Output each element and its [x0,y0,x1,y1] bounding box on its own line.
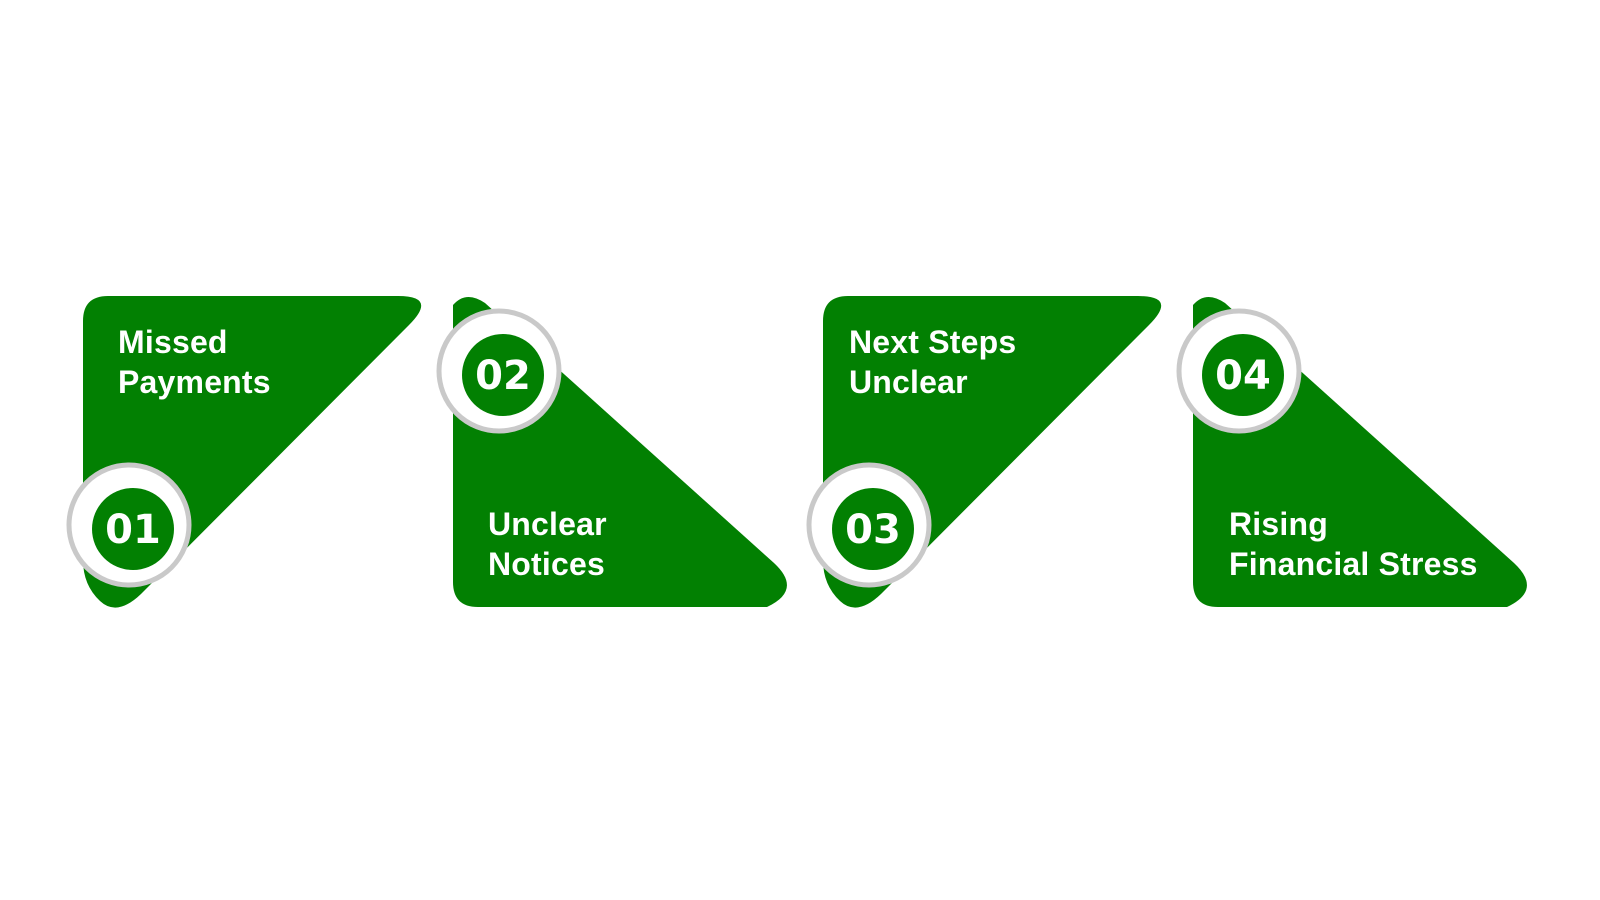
step-1-number: 01 [105,507,161,553]
step-3-label: Next Steps Unclear [849,322,1016,402]
step-4-label-line-2: Financial Stress [1229,546,1478,582]
step-1-label-line-2: Payments [118,364,271,400]
step-1: 01 [66,296,422,608]
step-4-badge-core [1202,334,1284,416]
step-3-label-line-1: Next Steps [849,324,1017,360]
step-2-label: Unclear Notices [488,504,607,584]
step-3-badge-core [832,488,914,570]
step-4-label: Rising Financial Stress [1229,504,1478,584]
step-3-label-line-2: Unclear [849,364,968,400]
step-1-label-line-1: Missed [118,324,228,360]
step-1-badge-core [92,488,174,570]
step-2-label-line-2: Notices [488,546,605,582]
step-2-number: 02 [475,353,531,399]
step-4-label-line-1: Rising [1229,506,1328,542]
step-1-label: Missed Payments [118,322,271,402]
step-3: 03 [806,296,1162,608]
step-4: 04 [1176,296,1527,607]
step-2: 02 [436,296,787,607]
step-2-label-line-1: Unclear [488,506,607,542]
step-2-badge-core [462,334,544,416]
step-4-number: 04 [1215,353,1271,399]
step-3-number: 03 [845,507,901,553]
